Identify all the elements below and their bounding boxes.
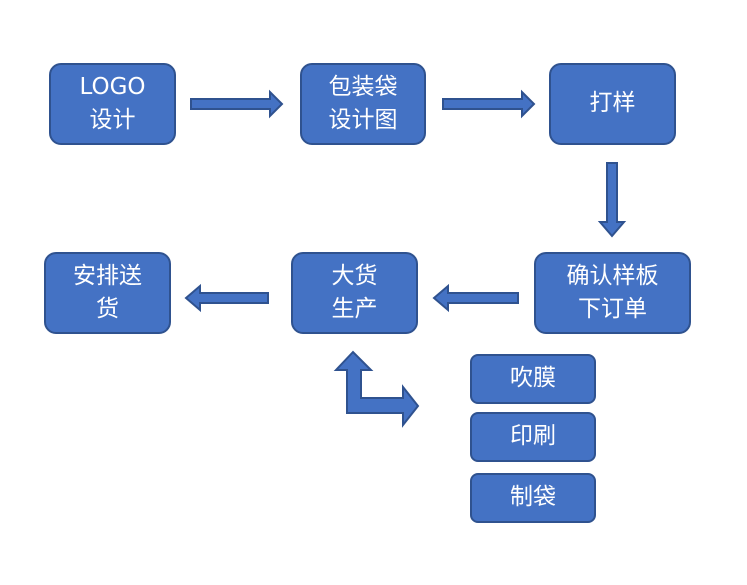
arrow-sampling-to-confirm — [597, 162, 627, 238]
node-logo-design: LOGO 设计 — [49, 63, 176, 145]
arrow-logo-to-bag-design — [190, 89, 284, 119]
node-bag-design: 包装袋 设计图 — [300, 63, 426, 145]
node-arrange-delivery: 安排送 货 — [44, 252, 171, 334]
node-printing: 印刷 — [470, 412, 596, 462]
node-sampling: 打样 — [549, 63, 676, 145]
arrow-production-process-bidirectional — [333, 350, 420, 428]
arrow-confirm-to-production — [432, 283, 519, 313]
arrow-production-to-delivery — [184, 283, 269, 313]
node-mass-production: 大货 生产 — [291, 252, 418, 334]
arrow-bag-design-to-sampling — [442, 89, 536, 119]
node-film-blowing: 吹膜 — [470, 354, 596, 404]
node-bag-making: 制袋 — [470, 473, 596, 523]
node-confirm-sample-order: 确认样板 下订单 — [534, 252, 691, 334]
